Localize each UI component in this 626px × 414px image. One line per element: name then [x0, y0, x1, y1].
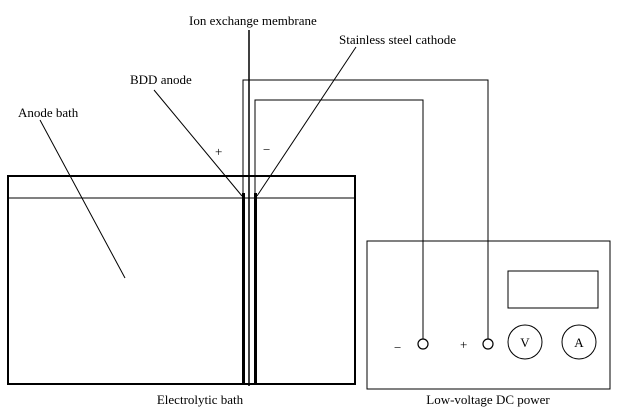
wires [242, 79, 489, 340]
voltmeter-dial [507, 324, 543, 360]
electrode-assembly [242, 30, 257, 386]
power-supply-box [366, 240, 611, 390]
label-electrolytic-bath: Electrolytic bath [157, 392, 244, 407]
cathode-wire [254, 99, 424, 340]
leader-anode-bath [39, 119, 126, 279]
label-ammeter: A [574, 335, 584, 350]
power-display-window [507, 270, 599, 309]
label-low-voltage-dc-power: Low-voltage DC power [426, 392, 550, 407]
label-bdd-anode: BDD anode [130, 72, 192, 87]
tank-outline [7, 175, 356, 385]
leader-lines [39, 46, 357, 279]
terminal-positive[interactable] [482, 338, 494, 350]
stainless-steel-cathode-plate [254, 193, 257, 384]
electrolytic-bath-tank [7, 175, 356, 385]
bdd-anode-plate [242, 193, 245, 384]
dc-power-supply [366, 240, 611, 390]
leader-cathode [256, 46, 357, 197]
leader-bdd-anode [153, 89, 243, 197]
label-stainless-steel-cathode: Stainless steel cathode [339, 32, 456, 47]
label-terminal-minus: − [394, 340, 401, 355]
ammeter-dial [561, 324, 597, 360]
label-plus-anode: + [215, 144, 222, 159]
terminal-negative[interactable] [417, 338, 429, 350]
label-terminal-plus: + [460, 337, 467, 352]
label-minus-cathode: − [263, 142, 270, 157]
text-labels: Ion exchange membrane Stainless steel ca… [18, 13, 584, 407]
label-anode-bath: Anode bath [18, 105, 79, 120]
label-ion-exchange-membrane: Ion exchange membrane [189, 13, 317, 28]
anode-wire [242, 79, 489, 340]
label-voltmeter: V [520, 335, 530, 350]
